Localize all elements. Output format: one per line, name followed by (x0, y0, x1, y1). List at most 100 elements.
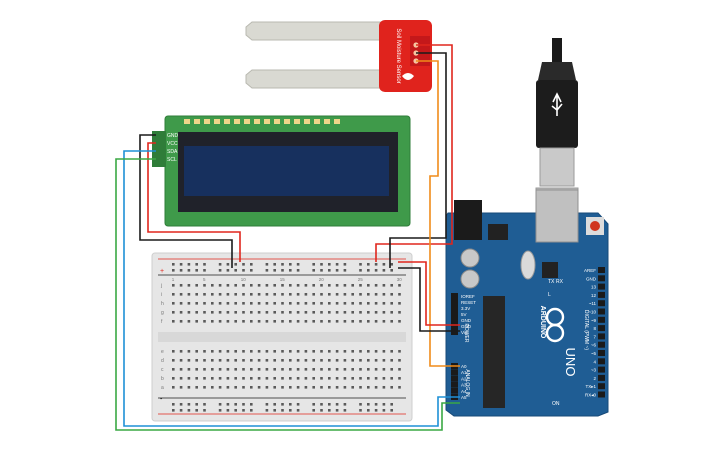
terminal-hole[interactable] (335, 368, 339, 371)
terminal-hole[interactable] (203, 368, 206, 371)
terminal-hole[interactable] (359, 311, 362, 314)
header-pin[interactable] (451, 305, 458, 311)
rail-hole[interactable] (367, 269, 370, 272)
rail-hole[interactable] (296, 403, 300, 406)
terminal-hole[interactable] (367, 350, 370, 353)
rail-hole[interactable] (234, 269, 237, 272)
wire-sensor-gnd[interactable] (389, 52, 447, 268)
rail-hole[interactable] (226, 263, 230, 266)
terminal-hole[interactable] (367, 293, 370, 296)
terminal-hole[interactable] (398, 350, 401, 353)
terminal-hole[interactable] (382, 359, 386, 362)
rail-hole[interactable] (172, 409, 175, 412)
terminal-hole[interactable] (343, 284, 347, 287)
terminal-hole[interactable] (328, 311, 331, 314)
terminal-hole[interactable] (273, 311, 276, 314)
terminal-hole[interactable] (296, 302, 300, 305)
terminal-hole[interactable] (281, 293, 284, 296)
terminal-hole[interactable] (320, 311, 323, 314)
header-pin[interactable] (598, 341, 605, 348)
terminal-hole[interactable] (343, 293, 347, 296)
terminal-hole[interactable] (265, 293, 269, 296)
header-pin[interactable] (598, 383, 605, 390)
terminal-hole[interactable] (320, 359, 323, 362)
terminal-hole[interactable] (250, 311, 253, 314)
terminal-hole[interactable] (195, 350, 198, 353)
rail-hole[interactable] (195, 269, 198, 272)
rail-hole[interactable] (234, 409, 237, 412)
terminal-hole[interactable] (304, 284, 308, 287)
terminal-hole[interactable] (374, 350, 378, 353)
terminal-hole[interactable] (203, 350, 206, 353)
terminal-hole[interactable] (296, 359, 300, 362)
rail-hole[interactable] (172, 263, 175, 266)
rail-hole[interactable] (374, 269, 378, 272)
rail-hole[interactable] (289, 269, 292, 272)
rail-hole[interactable] (250, 269, 253, 272)
rail-hole[interactable] (187, 409, 191, 412)
terminal-hole[interactable] (226, 284, 230, 287)
terminal-hole[interactable] (172, 377, 175, 380)
rail-hole[interactable] (203, 269, 206, 272)
rail-hole[interactable] (226, 403, 230, 406)
terminal-hole[interactable] (218, 284, 222, 287)
terminal-hole[interactable] (304, 359, 308, 362)
terminal-hole[interactable] (382, 386, 386, 389)
terminal-hole[interactable] (242, 350, 245, 353)
terminal-hole[interactable] (211, 320, 214, 323)
rail-hole[interactable] (343, 409, 347, 412)
terminal-hole[interactable] (374, 386, 378, 389)
terminal-hole[interactable] (281, 368, 284, 371)
rail-hole[interactable] (265, 269, 269, 272)
terminal-hole[interactable] (226, 350, 230, 353)
rail-hole[interactable] (382, 403, 386, 406)
terminal-hole[interactable] (390, 293, 393, 296)
rail-hole[interactable] (312, 409, 315, 412)
terminal-hole[interactable] (273, 293, 276, 296)
terminal-hole[interactable] (296, 320, 300, 323)
terminal-hole[interactable] (203, 293, 206, 296)
terminal-hole[interactable] (211, 302, 214, 305)
rail-hole[interactable] (218, 403, 222, 406)
terminal-hole[interactable] (328, 377, 331, 380)
terminal-hole[interactable] (390, 302, 393, 305)
rail-hole[interactable] (367, 409, 370, 412)
rail-hole[interactable] (328, 409, 331, 412)
terminal-hole[interactable] (312, 320, 315, 323)
rail-hole[interactable] (374, 409, 378, 412)
terminal-hole[interactable] (343, 302, 347, 305)
terminal-hole[interactable] (335, 386, 339, 389)
terminal-hole[interactable] (281, 302, 284, 305)
terminal-hole[interactable] (374, 293, 378, 296)
terminal-hole[interactable] (187, 359, 191, 362)
rail-hole[interactable] (296, 269, 300, 272)
rail-hole[interactable] (281, 263, 284, 266)
terminal-hole[interactable] (242, 386, 245, 389)
terminal-hole[interactable] (328, 293, 331, 296)
rail-hole[interactable] (289, 263, 292, 266)
terminal-hole[interactable] (195, 377, 198, 380)
rail-hole[interactable] (273, 403, 276, 406)
rail-hole[interactable] (250, 403, 253, 406)
rail-hole[interactable] (335, 409, 339, 412)
terminal-hole[interactable] (234, 368, 237, 371)
wire-sensor-sig[interactable] (416, 60, 460, 367)
terminal-hole[interactable] (328, 359, 331, 362)
terminal-hole[interactable] (289, 302, 292, 305)
terminal-hole[interactable] (218, 320, 222, 323)
terminal-hole[interactable] (382, 311, 386, 314)
terminal-hole[interactable] (218, 368, 222, 371)
rail-hole[interactable] (382, 409, 386, 412)
header-pin[interactable] (598, 291, 605, 298)
terminal-hole[interactable] (211, 377, 214, 380)
rail-hole[interactable] (374, 403, 378, 406)
terminal-hole[interactable] (382, 284, 386, 287)
terminal-hole[interactable] (273, 359, 276, 362)
terminal-hole[interactable] (296, 284, 300, 287)
terminal-hole[interactable] (296, 377, 300, 380)
terminal-hole[interactable] (187, 293, 191, 296)
header-pin[interactable] (598, 333, 605, 340)
terminal-hole[interactable] (179, 284, 183, 287)
terminal-hole[interactable] (195, 284, 198, 287)
